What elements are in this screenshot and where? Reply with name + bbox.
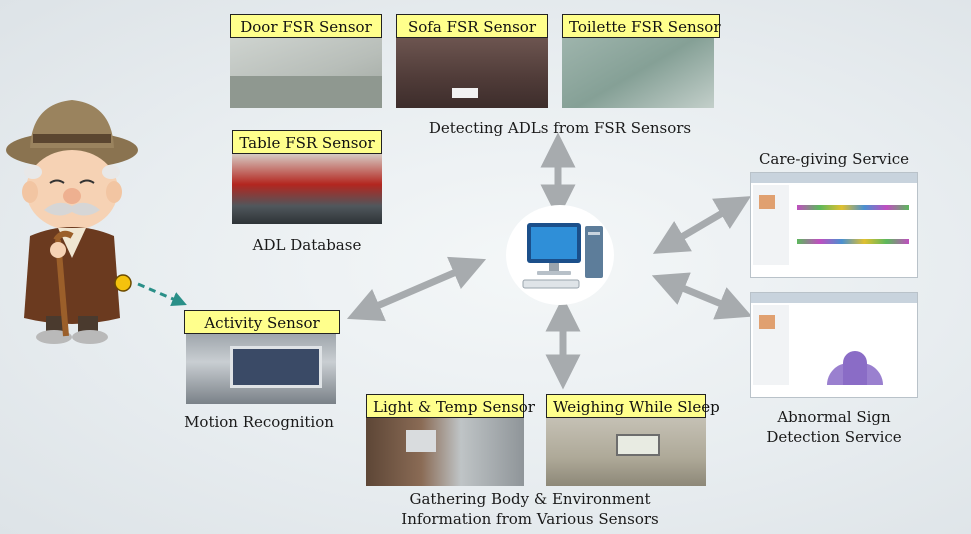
- adl-database-caption: ADL Database: [252, 236, 362, 254]
- care-giving-screenshot: [750, 172, 918, 278]
- activity-sensor-label: Activity Sensor: [184, 310, 340, 334]
- arrow-computer-care-giving: [652, 196, 752, 254]
- table-fsr-photo: [232, 152, 382, 224]
- light-temp-sensor-label: Light & Temp Sensor: [366, 394, 535, 418]
- detecting-adls-caption: Detecting ADLs from FSR Sensors: [428, 119, 692, 137]
- table-fsr-label: Table FSR Sensor: [232, 130, 382, 154]
- toilette-fsr-label: Toilette FSR Sensor: [562, 14, 721, 38]
- arrow-computer-abnormal: [651, 272, 753, 320]
- abnormal-caption-line2: Detection Service: [766, 428, 902, 446]
- elderly-man-figure: [6, 100, 138, 344]
- arrow-computer-activity: [346, 256, 487, 322]
- gathering-caption-line1: Gathering Body & Environment: [409, 490, 651, 508]
- dashed-arrow-person-activity: [137, 282, 187, 306]
- abnormal-sign-screenshot: [750, 292, 918, 398]
- weighing-sensor-photo: [546, 416, 706, 486]
- care-giving-caption: Care-giving Service: [758, 150, 910, 168]
- activity-sensor-photo: [186, 334, 336, 404]
- weighing-sensor-label: Weighing While Sleep: [546, 394, 720, 418]
- motion-recognition-caption: Motion Recognition: [184, 413, 334, 431]
- toilette-fsr-photo: [562, 36, 714, 108]
- abnormal-caption-line1: Abnormal Sign: [777, 408, 891, 426]
- door-fsr-label: Door FSR Sensor: [230, 14, 382, 38]
- gathering-caption-line2: Information from Various Sensors: [401, 510, 659, 528]
- door-fsr-photo: [230, 36, 382, 108]
- light-temp-sensor-photo: [366, 416, 524, 486]
- sensor-dot: [114, 274, 132, 292]
- sofa-fsr-label: Sofa FSR Sensor: [396, 14, 548, 38]
- sofa-fsr-photo: [396, 36, 548, 108]
